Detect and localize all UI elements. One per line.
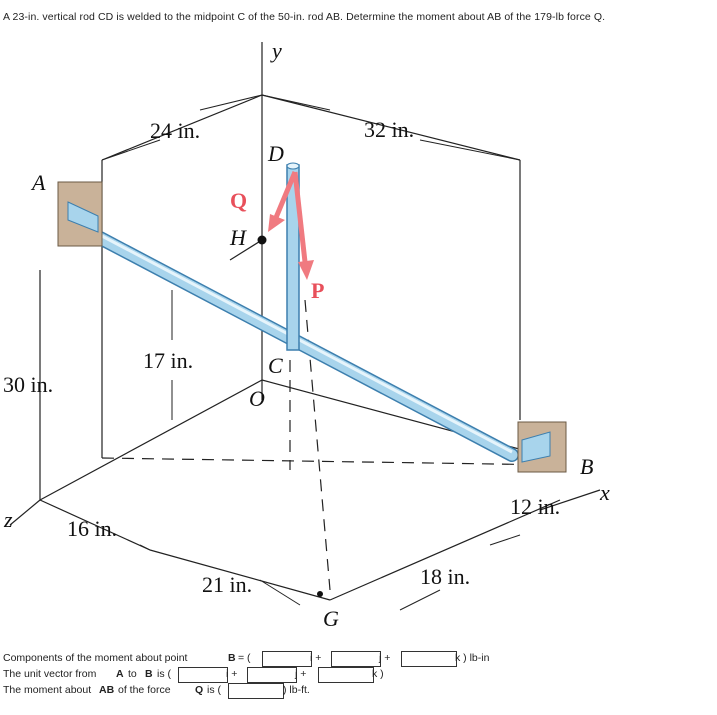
x-axis-label: x <box>599 480 610 505</box>
dim-21: 21 in. <box>202 572 252 597</box>
force-q-label: Q <box>230 188 247 213</box>
origin-label: O <box>249 386 265 411</box>
problem-text: A 23-in. vertical rod CD is welded to th… <box>3 11 606 23</box>
unit-vector-a: A <box>116 668 124 680</box>
unit-vector-to: to <box>128 668 137 680</box>
dim-16: 16 in. <box>67 516 117 541</box>
unit-vector-i-label: i + <box>226 668 238 680</box>
moment-ab-ab: AB <box>99 684 115 696</box>
moment-ab-is: is ( <box>207 684 221 696</box>
moment-ab-prefix: The moment about <box>3 684 92 696</box>
rod-ab <box>93 231 519 462</box>
unit-vector-i-input[interactable] <box>178 667 228 683</box>
moment-b-i-label: i + <box>310 652 322 664</box>
frame-lines <box>9 42 601 601</box>
dim-24: 24 in. <box>150 118 200 143</box>
moment-ab-q: Q <box>195 684 204 696</box>
unit-vector-k-label: k ) <box>372 668 384 680</box>
unit-vector-k-input[interactable] <box>318 667 374 683</box>
unit-vector-is: is ( <box>157 668 171 680</box>
point-b-label: B <box>580 454 593 479</box>
dim-18: 18 in. <box>420 564 470 589</box>
unit-vector-b: B <box>145 668 153 680</box>
moment-ab-input[interactable] <box>228 683 284 699</box>
moment-b-k-input[interactable] <box>401 651 457 667</box>
problem-statement: A 23-in. vertical rod CD is welded to th… <box>3 11 708 24</box>
moment-b-i-input[interactable] <box>262 651 312 667</box>
dim-12: 12 in. <box>510 494 560 519</box>
dim-32: 32 in. <box>364 117 414 142</box>
force-p-label: P <box>311 278 324 303</box>
unit-vector-prefix: The unit vector from <box>3 668 97 680</box>
moment-b-j-label: j + <box>379 652 391 664</box>
force-q <box>268 171 298 232</box>
unit-vector-j-input[interactable] <box>247 667 297 683</box>
force-p <box>292 171 314 280</box>
support-a <box>57 181 103 247</box>
moment-ab-of: of the force <box>118 684 171 696</box>
moment-ab-unit: ) lb-ft. <box>283 684 310 696</box>
point-h-label: H <box>229 225 247 250</box>
point-d-label: D <box>267 141 284 166</box>
dim-17: 17 in. <box>143 348 193 373</box>
moment-b-eq: = ( <box>238 652 251 664</box>
dimension-arrows <box>39 94 521 611</box>
rod-cd <box>286 162 300 351</box>
unit-vector-j-label: j + <box>295 668 307 680</box>
point-c-label: C <box>268 353 283 378</box>
moment-b-prefix: Components of the moment about point <box>3 652 188 664</box>
moment-b-k-label: k ) lb-in <box>455 652 490 664</box>
point-a-label: A <box>30 170 46 195</box>
point-g-label: G <box>323 606 339 631</box>
dim-30: 30 in. <box>3 372 53 397</box>
figure: y x z A B C D H O G P Q 24 in. 32 in. 17… <box>3 38 610 631</box>
y-axis-label: y <box>270 38 282 63</box>
moment-b-j-input[interactable] <box>331 651 381 667</box>
support-b <box>517 421 567 473</box>
point-h-dot <box>257 235 267 245</box>
z-axis-label: z <box>3 507 13 532</box>
point-g-dot <box>317 591 323 597</box>
moment-b-point: B <box>228 652 236 664</box>
